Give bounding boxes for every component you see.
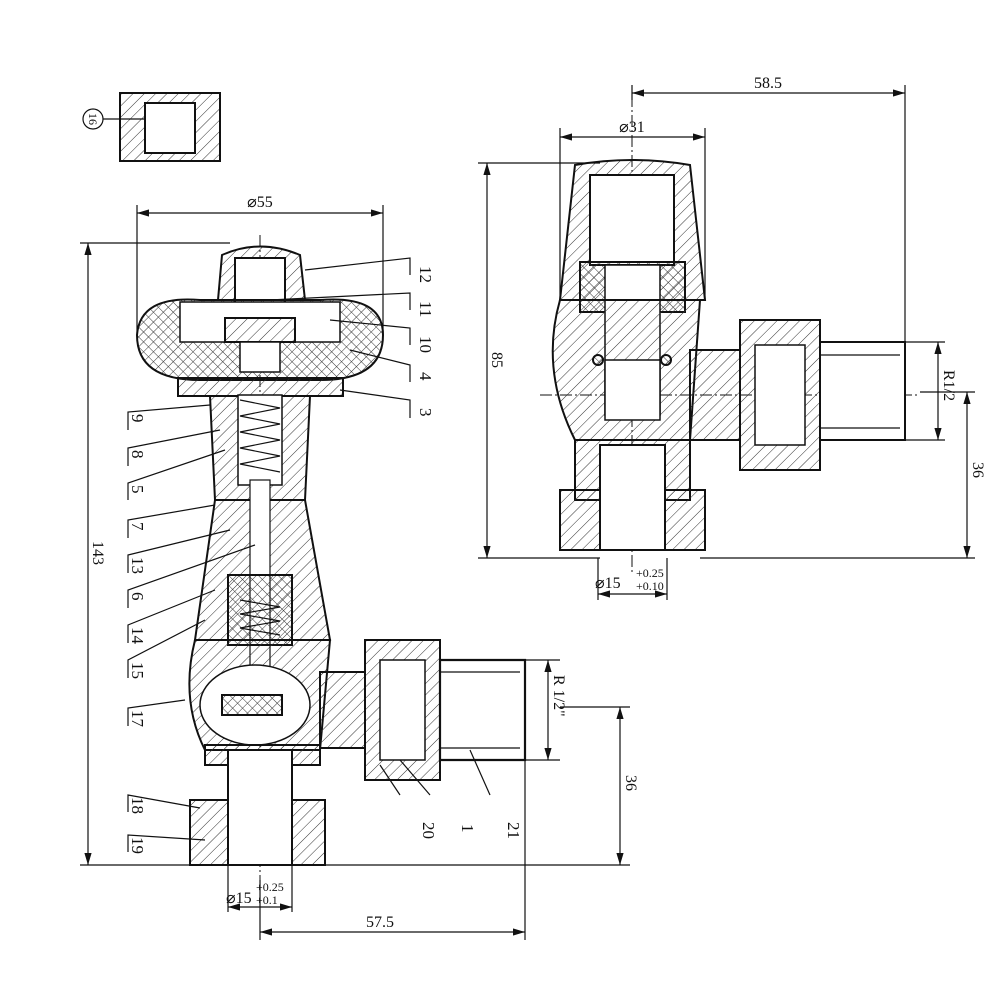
part-label: 20 [419,822,438,839]
dim-thread: R 1/2" [550,675,567,717]
detail-callout: 16 [86,113,100,125]
part-label: 4 [416,372,435,381]
part-label: 1 [458,824,477,833]
right-dimensions: 58.5 ⌀31 85 R1/2 36 ⌀15 +0.25 +0.10 [478,75,986,600]
part-label: 18 [128,797,147,814]
part-label: 7 [128,522,147,531]
right-dim-height: 85 [488,352,505,368]
part-label: 17 [128,710,147,728]
dim-offset: 36 [622,775,639,791]
left-dimensions: ⌀55 143 R 1/2" 36 ⌀15 +0.25 +0.1 57.5 [80,194,639,940]
part-label: 6 [128,592,147,601]
part-label: 21 [504,822,523,839]
right-dim-inlet-tol-upper: +0.25 [636,566,664,580]
dim-inlet-dia: ⌀15 [226,890,252,907]
detail-16-section: 16 [82,92,221,162]
dim-inlet-tol-lower: +0.1 [256,893,278,907]
dim-width: 57.5 [366,914,394,931]
part-label: 8 [128,450,147,459]
part-label: 10 [416,336,435,353]
part-label: 9 [128,414,147,423]
dim-height: 143 [89,541,106,565]
part-label: 15 [128,662,147,679]
dim-handwheel-dia: ⌀55 [247,194,273,211]
right-valve-section [540,95,920,575]
right-dim-offset: 36 [969,462,986,478]
dim-inlet-tol-upper: +0.25 [256,880,284,894]
part-label: 3 [416,408,435,417]
right-dim-inlet-dia: ⌀15 [595,575,621,592]
left-valve-section [135,235,527,880]
left-part-leaders [127,257,491,852]
part-label: 14 [128,627,147,645]
right-dim-thread: R1/2 [940,370,957,401]
left-part-labels: 12 11 10 4 3 9 8 5 7 13 6 14 15 17 18 19… [128,266,523,854]
part-label: 19 [128,837,147,854]
right-dim-head-dia: ⌀31 [619,119,645,136]
right-dim-inlet-tol-lower: +0.10 [636,579,664,593]
part-label: 11 [416,301,435,317]
part-label: 5 [128,485,147,494]
right-dim-width: 58.5 [754,75,782,92]
part-label: 13 [128,557,147,574]
part-label: 12 [416,266,435,283]
